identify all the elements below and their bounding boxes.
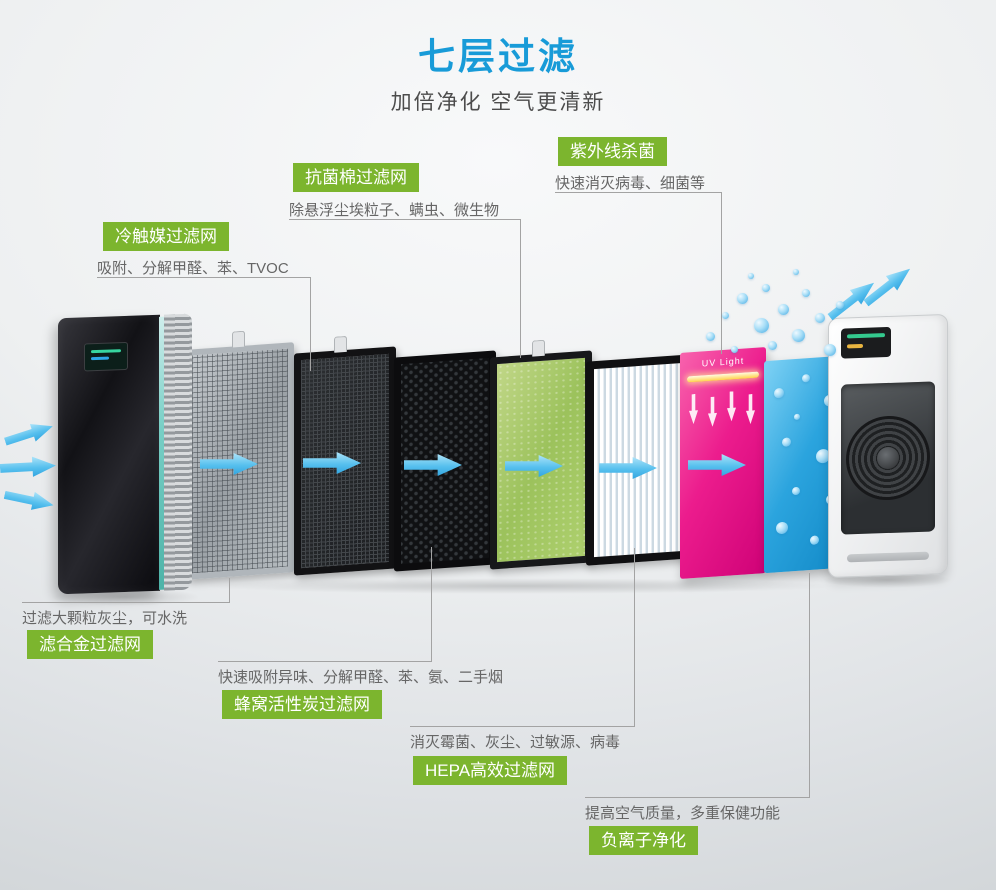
purifier-display — [84, 341, 128, 372]
ion-bubble — [768, 341, 777, 350]
ion-bubble — [774, 387, 784, 399]
leader-line-cold-v — [310, 277, 311, 371]
ion-bubble — [810, 535, 819, 545]
uv-desc: 快速消灭病毒、细菌等 — [555, 175, 706, 192]
purifier-back-display — [841, 326, 891, 359]
filter-pull-tab — [232, 330, 246, 348]
alloy-label: 滤合金过滤网 — [27, 630, 153, 659]
ion-bubble — [794, 413, 800, 421]
leader-line-carbon-h — [218, 661, 432, 662]
cold-catalyst-label: 冷触媒过滤网 — [103, 222, 229, 251]
uv-down-arrow — [727, 391, 736, 422]
leader-line-alloy-h — [22, 602, 230, 603]
ion-bubble — [778, 304, 789, 315]
anion-desc: 提高空气质量，多重保健功能 — [585, 805, 781, 822]
antibacterial-desc: 除悬浮尘埃粒子、螨虫、微生物 — [289, 202, 500, 219]
filter-pull-tab — [334, 335, 348, 353]
leader-line-antibacterial-v — [520, 219, 521, 358]
uv-down-arrow — [689, 394, 698, 425]
antibacterial-label: 抗菌棉过滤网 — [293, 163, 419, 192]
uv-lamp-bar — [687, 371, 759, 383]
uv-label: 紫外线杀菌 — [558, 137, 667, 166]
ion-bubble — [836, 301, 844, 309]
ion-bubble — [815, 313, 825, 323]
leader-line-anion-h — [585, 797, 810, 798]
ion-bubble — [748, 273, 754, 279]
ion-bubble — [792, 329, 805, 342]
purifier-back-device — [828, 313, 948, 579]
leader-line-uv-h — [555, 192, 722, 193]
purifier-front-device — [58, 313, 192, 595]
intake-arrow — [0, 455, 57, 480]
page-subtitle: 加倍净化 空气更清新 — [390, 91, 606, 114]
panels-shadow — [200, 578, 840, 594]
alloy-desc: 过滤大颗粒灰尘，可水洗 — [22, 610, 188, 627]
ion-bubble — [762, 284, 770, 292]
purifier-front-face — [58, 314, 160, 595]
ion-bubble — [824, 344, 836, 356]
anion-label: 负离子净化 — [589, 826, 698, 855]
leader-line-cold-h — [97, 277, 311, 278]
carbon-label: 蜂窝活性炭过滤网 — [222, 690, 382, 719]
fan-hub — [877, 446, 899, 470]
ion-bubble — [737, 293, 748, 304]
ion-bubble — [793, 269, 799, 275]
uv-panel-text: UV Light — [701, 355, 745, 369]
intake-arrow — [2, 417, 56, 451]
hepa-label: HEPA高效过滤网 — [413, 756, 568, 785]
page-title: 七层过滤 — [418, 36, 578, 77]
fan-recess — [841, 381, 935, 535]
uv-down-arrow — [708, 396, 717, 427]
ion-bubble — [722, 312, 729, 319]
leader-line-uv-v — [721, 192, 722, 354]
leader-line-anion-v — [809, 573, 810, 797]
uv-down-arrow — [746, 394, 755, 425]
ion-bubble — [802, 289, 810, 297]
ion-bubble — [754, 318, 769, 333]
fan-blades — [846, 414, 930, 502]
ion-bubble — [792, 486, 800, 496]
leader-line-antibacterial-h — [289, 219, 521, 220]
purifier-side-vents — [164, 313, 192, 591]
leader-line-hepa-h — [410, 726, 635, 727]
ion-bubble — [802, 374, 810, 383]
purifier-back-slot — [847, 551, 929, 563]
filter-pull-tab — [532, 339, 546, 357]
cold-catalyst-desc: 吸附、分解甲醛、苯、TVOC — [97, 260, 289, 277]
leader-line-hepa-v — [634, 548, 635, 726]
ion-bubble — [782, 437, 791, 447]
ion-bubble — [706, 332, 715, 341]
intake-arrow — [2, 485, 55, 515]
leader-line-alloy-v — [229, 578, 230, 602]
carbon-desc: 快速吸附异味、分解甲醛、苯、氨、二手烟 — [218, 669, 504, 686]
leader-line-carbon-v — [431, 547, 432, 661]
ion-bubble — [776, 521, 788, 535]
ion-bubble — [731, 346, 738, 353]
hepa-desc: 消灭霉菌、灰尘、过敏源、病毒 — [410, 734, 621, 751]
